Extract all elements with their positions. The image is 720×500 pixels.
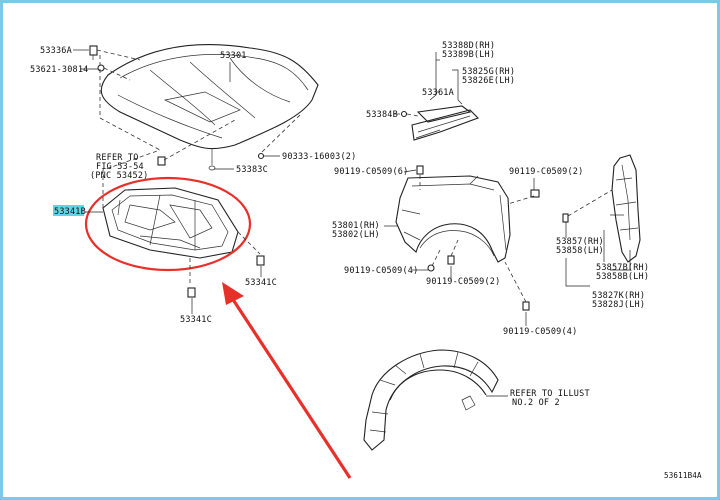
insulator-clip-left (187, 287, 196, 298)
label-53301: 53301 (220, 51, 247, 61)
label-53341c-bottom: 53341C (180, 315, 212, 325)
hood-clip-53336a (89, 45, 98, 60)
label-53389b: 53389B(LH) (442, 50, 495, 60)
seal-clip (562, 213, 569, 223)
callout-circle (84, 176, 252, 272)
label-90119-c0509-4-left: 90119-C0509(4) (344, 266, 418, 276)
fender-bolt-right (530, 189, 540, 198)
hood-insulator (102, 187, 239, 259)
label-53801: 53801(RH) (332, 221, 380, 231)
label-53383c: 53383C (236, 165, 268, 175)
label-90333-16003: 90333-16003(2) (282, 152, 356, 162)
label-figure-id: 53611B4A (664, 471, 702, 480)
callout-arrow (222, 282, 352, 479)
label-53388d: 53388D(RH) (442, 41, 495, 51)
label-53858: 53858(LH) (556, 246, 604, 256)
label-53341c-right: 53341C (245, 278, 277, 288)
fender-seal (611, 154, 641, 263)
label-90119-c0509-2-top: 90119-C0509(2) (509, 167, 583, 177)
label-53336a: 53336A (40, 46, 72, 56)
label-53826e: 53826E(LH) (462, 76, 515, 86)
fender-molding (411, 105, 479, 141)
insulator-clip-right (256, 255, 265, 266)
label-90119-c0509-2-bottom: 90119-C0509(2) (426, 277, 500, 287)
label-53802: 53802(LH) (332, 230, 380, 240)
label-53857b: 53857B(RH) (596, 263, 649, 273)
hood-panel (100, 44, 319, 171)
front-fender (395, 175, 511, 263)
label-53361a: 53361A (422, 88, 454, 98)
label-53621-30814: 53621-30814 (30, 65, 89, 75)
label-53858b: 53858B(LH) (596, 272, 649, 282)
hood-screw (257, 152, 265, 160)
hood-bolt (97, 64, 105, 72)
fender-bolt-lower-mid (447, 255, 455, 265)
molding-screw (400, 110, 408, 118)
label-53825g: 53825G(RH) (462, 67, 515, 77)
label-fig: FIG 53-54 (96, 162, 144, 172)
label-90119-c0509-4-right: 90119-C0509(4) (503, 327, 577, 337)
label-pnc: (PNC 53452) (90, 171, 149, 181)
label-53384b: 53384B (366, 110, 398, 120)
label-53857: 53857(RH) (556, 237, 604, 247)
label-refer-to: REFER TO (96, 153, 139, 163)
highlight-53341b (53, 205, 84, 216)
fender-bolt-top (416, 165, 424, 175)
hood-clip-53341c-small (157, 156, 166, 166)
fender-liner (363, 349, 499, 451)
label-refer-illust: REFER TO ILLUST (510, 389, 590, 399)
label-53827k: 53827K(RH) (592, 291, 645, 301)
label-no-2-of-2: NO.2 OF 2 (512, 398, 560, 408)
label-53828j: 53828J(LH) (592, 300, 645, 310)
fender-bolt-lower-left (427, 264, 435, 272)
label-90119-c0509-6: 90119-C0509(6) (334, 167, 408, 177)
label-53341b: 53341B (54, 207, 86, 217)
fender-bolt-lower-right (522, 301, 530, 311)
